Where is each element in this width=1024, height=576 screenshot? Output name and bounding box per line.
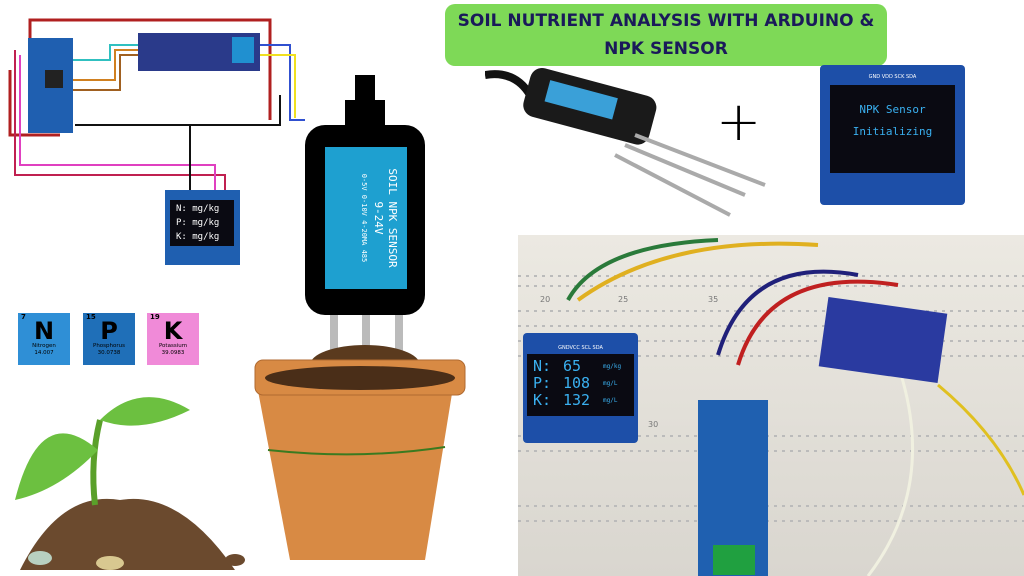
probe-label-line: 9-24V xyxy=(372,201,385,235)
element-symbol: N xyxy=(33,317,55,345)
breadboard-number: 20 xyxy=(540,295,551,304)
element-symbol: P xyxy=(100,317,118,345)
photo-oled-module: GNDVCC SCL SDA N: 65 mg/kg P: 108 mg/L K: 132… xyxy=(523,333,638,443)
atomic-weight: 30.0738 xyxy=(97,350,121,356)
oled-row: K: mg/kg xyxy=(176,232,220,242)
reading-label: N: xyxy=(533,357,552,375)
atomic-weight: 14.007 xyxy=(34,350,54,356)
element-name: Phosphorus xyxy=(93,343,125,349)
title-banner: SOIL NUTRIENT ANALYSIS WITH ARDUINO & NP… xyxy=(445,4,887,66)
breadboard-photo: 20 25 30 35 GNDVCC SCL SDA N: 65 mg/kg P: 1… xyxy=(518,235,1024,576)
probe-label-line: 0-5V 0-10V 4-20MA 485 xyxy=(360,173,368,263)
atomic-number: 7 xyxy=(21,313,26,321)
element-symbol: K xyxy=(163,317,183,345)
reading-value: 108 xyxy=(563,374,591,392)
oled-pin-labels: GND VDD SCK SDA xyxy=(868,74,917,80)
reading-value: 65 xyxy=(563,357,582,375)
probe-label: SOIL NPK SENSOR 9-24V 0-5V 0-10V 4-20MA … xyxy=(325,147,407,289)
title-line-1: SOIL NUTRIENT ANALYSIS WITH ARDUINO & xyxy=(457,11,875,31)
breadboard-number: 35 xyxy=(708,295,719,304)
reading-unit: mg/L xyxy=(603,397,618,404)
plus-sign: + xyxy=(716,90,762,153)
reading-unit: mg/kg xyxy=(603,363,622,370)
arduino-nano-photo xyxy=(818,296,948,384)
reading-value: 132 xyxy=(563,391,591,409)
reading-unit: mg/L xyxy=(603,380,618,387)
breadboard-number: 25 xyxy=(618,295,629,304)
element-name: Nitrogen xyxy=(32,343,56,349)
breadboard-number: 30 xyxy=(648,420,659,429)
element-name: Potassium xyxy=(158,343,188,349)
atomic-number: 15 xyxy=(86,313,96,321)
oled-pin-labels: GNDVCC SCL SDA xyxy=(558,345,603,351)
oled-text-line: NPK Sensor xyxy=(859,103,926,116)
circuit-oled-screen: N: mg/kg P: mg/kg K: mg/kg xyxy=(170,200,234,246)
oled-module-screen: NPK Sensor Initializing xyxy=(830,85,955,173)
atomic-weight: 39.0983 xyxy=(161,350,185,356)
oled-module: GND VDD SCK SDA NPK Sensor Initializing xyxy=(820,65,965,205)
oled-row: P: mg/kg xyxy=(176,218,220,228)
reading-row-n: N: 65 mg/kg xyxy=(533,358,628,375)
oled-text-line: Initializing xyxy=(852,125,933,138)
oled-row: N: mg/kg xyxy=(176,204,220,214)
npk-sensor-photo xyxy=(485,68,766,217)
probe-label-line: SOIL NPK SENSOR xyxy=(386,168,399,268)
reading-row-k: K: 132 mg/L xyxy=(533,392,628,409)
seedling-illustration xyxy=(15,397,245,570)
reading-row-p: P: 108 mg/L xyxy=(533,375,628,392)
reading-label: K: xyxy=(533,391,552,409)
atomic-number: 19 xyxy=(150,313,160,321)
reading-label: P: xyxy=(533,374,552,392)
title-line-2: NPK SENSOR xyxy=(604,39,728,59)
photo-oled-screen: N: 65 mg/kg P: 108 mg/L K: 132 mg/L xyxy=(527,354,634,416)
